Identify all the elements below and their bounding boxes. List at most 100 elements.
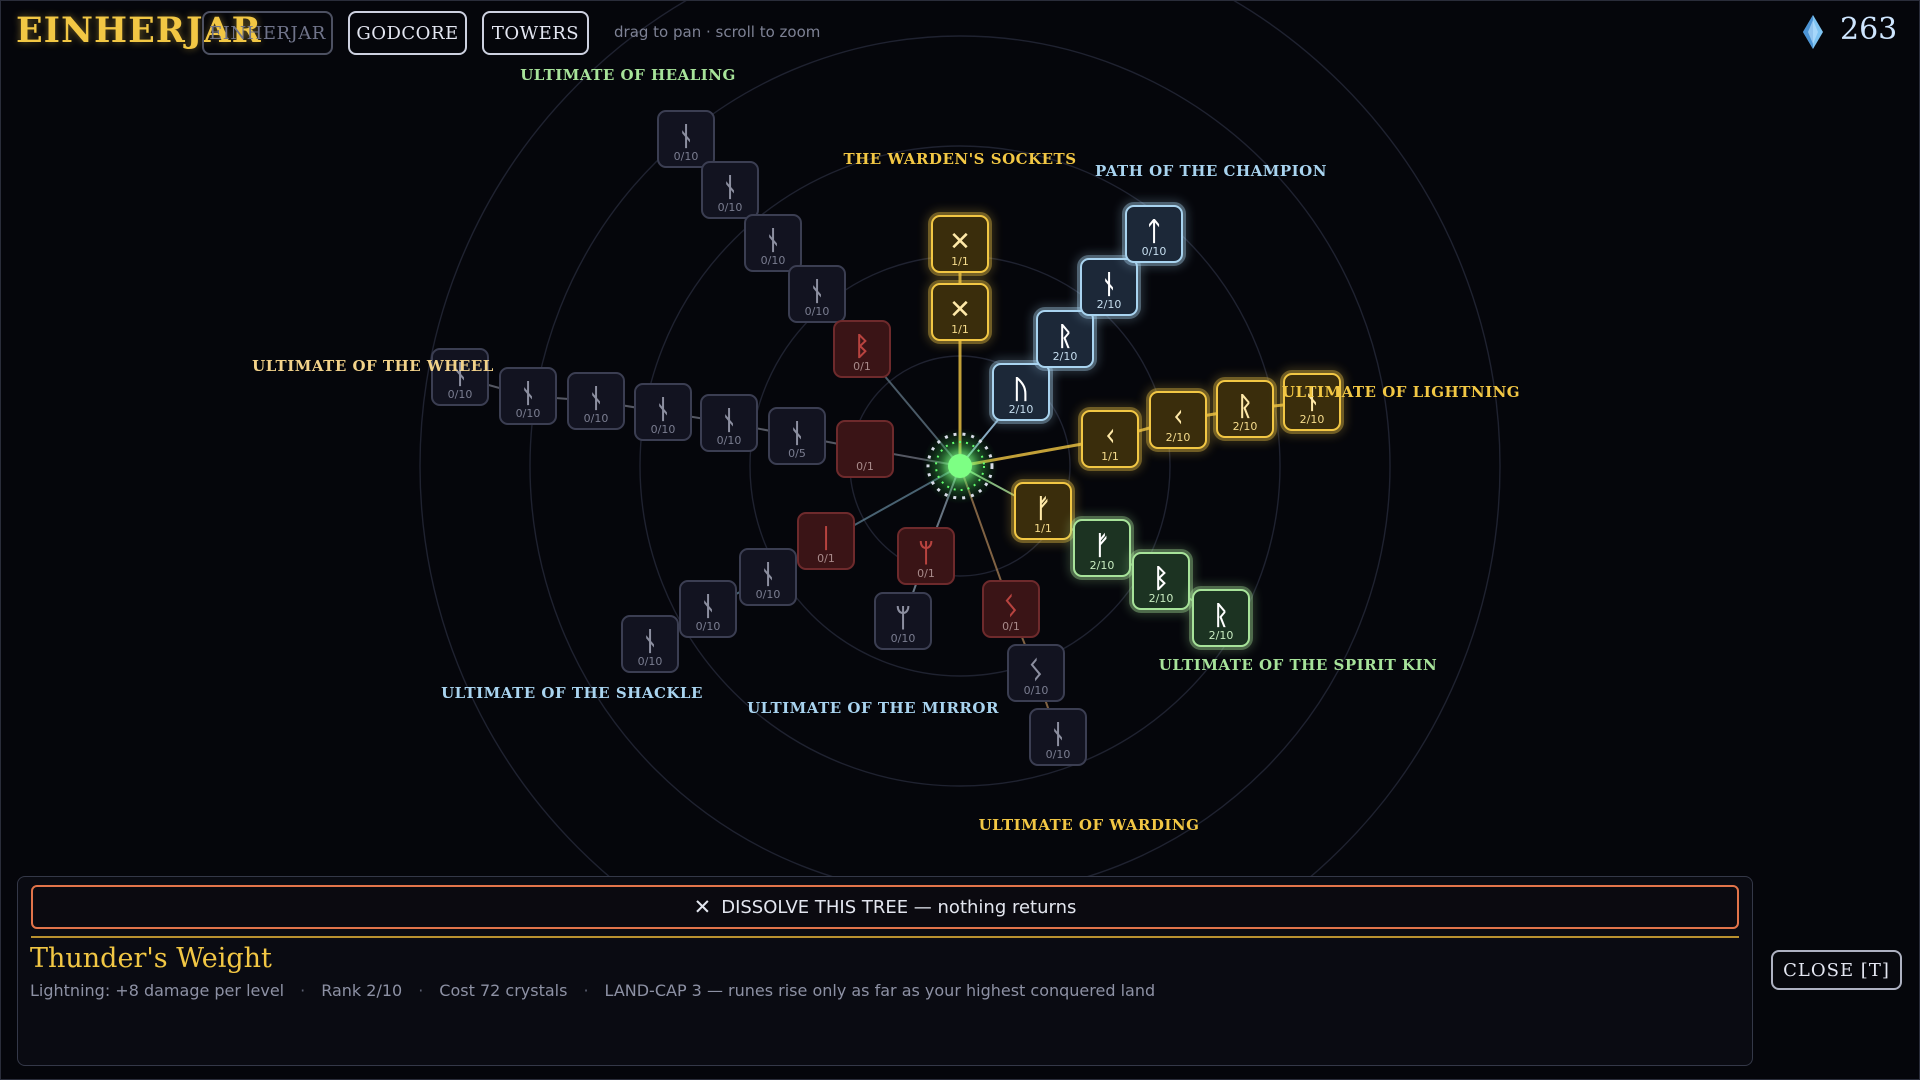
node-frame	[833, 320, 891, 378]
rune-node[interactable]: ᚾ0/10	[567, 372, 625, 430]
node-glow	[1077, 255, 1141, 319]
node-level: 0/10	[516, 407, 541, 420]
game-logo: EINHERJAR	[16, 10, 262, 51]
rune-node[interactable]: ᚾ0/10	[634, 383, 692, 441]
rune-glyph: ᛊ	[1003, 592, 1019, 622]
rune-node[interactable]: ᚾ0/10	[621, 615, 679, 673]
rune-node[interactable]: ᚾ0/10	[431, 348, 489, 406]
rune-node[interactable]: ᚲ1/1	[1078, 407, 1142, 471]
node-frame	[679, 580, 737, 638]
rune-node[interactable]: ᚠ2/10	[1070, 516, 1134, 580]
node-frame	[874, 592, 932, 650]
rune-glyph: ᚾ	[642, 627, 658, 657]
node-level: 0/10	[1142, 245, 1167, 258]
node-level: 2/10	[1233, 420, 1258, 433]
tab-godcore[interactable]: GODCORE	[348, 11, 467, 55]
rune-node[interactable]: ᚾ2/10	[1280, 370, 1344, 434]
core-inner-ring	[935, 441, 985, 491]
rune-glyph: ᚾ	[452, 360, 468, 390]
rune-node[interactable]: ᚾ0/10	[701, 161, 759, 219]
rune-glyph: ᚾ	[721, 406, 737, 436]
rune-glyph: ᚾ	[809, 277, 825, 307]
node-level: 0/10	[756, 588, 781, 601]
node-level: 0/10	[1046, 748, 1071, 761]
node-frame	[897, 527, 955, 585]
rune-node[interactable]: ᚾ0/10	[788, 265, 846, 323]
rune-node[interactable]: ᚱ2/10	[1213, 377, 1277, 441]
rune-node[interactable]: ᚾ0/5	[768, 407, 826, 465]
node-level: 0/10	[805, 305, 830, 318]
rune-node[interactable]: ᚱ2/10	[1189, 586, 1253, 650]
node-level: 0/10	[717, 434, 742, 447]
rune-node[interactable]: ᛊ0/1	[982, 580, 1040, 638]
node-level: 0/1	[817, 552, 835, 565]
rune-glyph: ᚾ	[765, 226, 781, 256]
rune-glyph: ᛊ	[1028, 656, 1044, 686]
rune-node[interactable]: ᚢ2/10	[989, 360, 1053, 424]
branch-label: ULTIMATE OF WARDING	[979, 816, 1200, 834]
rune-nodes: ᚾ0/10ᚾ0/10ᚾ0/10ᚾ0/10ᛒ0/1✕1/1✕1/1ᚢ2/10ᚱ2/…	[431, 110, 1344, 766]
rune-glyph: ᛘ	[895, 604, 911, 634]
close-button[interactable]: CLOSE [T]	[1771, 950, 1902, 990]
node-frame	[621, 615, 679, 673]
rune-node[interactable]: ᛏ0/10	[1122, 202, 1186, 266]
branch-label: ULTIMATE OF HEALING	[520, 66, 736, 84]
node-frame	[1216, 380, 1274, 438]
node-frame	[1081, 410, 1139, 468]
node-level: 2/10	[1209, 629, 1234, 642]
detail-separator: ·	[418, 981, 424, 1000]
node-frame	[982, 580, 1040, 638]
node-frame	[1029, 708, 1087, 766]
selected-node-details: Lightning: +8 damage per level · Rank 2/…	[30, 981, 1155, 1000]
node-level: 0/5	[788, 447, 806, 460]
node-level: 2/10	[1300, 413, 1325, 426]
node-glow	[1146, 388, 1210, 452]
rune-node[interactable]: ᚠ1/1	[1011, 479, 1075, 543]
node-glow	[1122, 202, 1186, 266]
rune-node[interactable]: ᚾ0/10	[657, 110, 715, 168]
rune-glyph: ᚢ	[1013, 375, 1029, 405]
node-frame	[768, 407, 826, 465]
node-level: 0/10	[761, 254, 786, 267]
rune-node[interactable]: ᛊ0/10	[1007, 644, 1065, 702]
rune-node[interactable]: ✕1/1	[928, 212, 992, 276]
node-frame	[744, 214, 802, 272]
branch-label: ULTIMATE OF THE WHEEL	[252, 357, 494, 375]
core-orb[interactable]	[948, 454, 972, 478]
tab-towers[interactable]: TOWERS	[482, 11, 589, 55]
rune-node[interactable]: ᚾ0/10	[679, 580, 737, 638]
rune-node[interactable]: ᚾ0/10	[499, 367, 557, 425]
node-level: 0/10	[638, 655, 663, 668]
branch-label: PATH OF THE CHAMPION	[1095, 162, 1327, 180]
rune-node[interactable]: 0/1	[836, 420, 894, 478]
node-glow	[1078, 407, 1142, 471]
rune-node[interactable]: ✕1/1	[928, 280, 992, 344]
rune-node[interactable]: ᛒ0/1	[833, 320, 891, 378]
orbit-ring	[639, 145, 1281, 787]
rune-node[interactable]: ᛘ0/10	[874, 592, 932, 650]
node-frame	[1132, 552, 1190, 610]
rune-glyph: ᚾ	[520, 379, 536, 409]
tab-einherjar[interactable]: EINHERJAR	[202, 11, 333, 55]
rune-glyph: ᚱ	[1057, 322, 1073, 352]
rune-node[interactable]: ᚲ2/10	[1146, 388, 1210, 452]
node-level: 2/10	[1166, 431, 1191, 444]
node-level: 0/10	[584, 412, 609, 425]
rune-node[interactable]: ᚾ0/10	[739, 548, 797, 606]
rune-node[interactable]: ᚾ0/10	[1029, 708, 1087, 766]
rune-node[interactable]: ᚾ2/10	[1077, 255, 1141, 319]
node-level: 0/1	[1002, 620, 1020, 633]
rune-node[interactable]: ᚾ0/10	[700, 394, 758, 452]
rune-node[interactable]: ᚱ2/10	[1033, 307, 1097, 371]
rune-node[interactable]: ᚾ0/10	[744, 214, 802, 272]
rune-node[interactable]: ᛁ0/1	[797, 512, 855, 570]
node-frame	[1125, 205, 1183, 263]
branch-label: THE WARDEN'S SOCKETS	[843, 150, 1076, 168]
branch-label: ULTIMATE OF THE MIRROR	[747, 699, 999, 717]
rune-node[interactable]: ᛘ0/1	[897, 527, 955, 585]
node-frame	[797, 512, 855, 570]
detail-separator: ·	[583, 981, 589, 1000]
rune-node[interactable]: ᛒ2/10	[1129, 549, 1193, 613]
dissolve-tree-button[interactable]: ✕ DISSOLVE THIS TREE — nothing returns	[31, 885, 1739, 929]
